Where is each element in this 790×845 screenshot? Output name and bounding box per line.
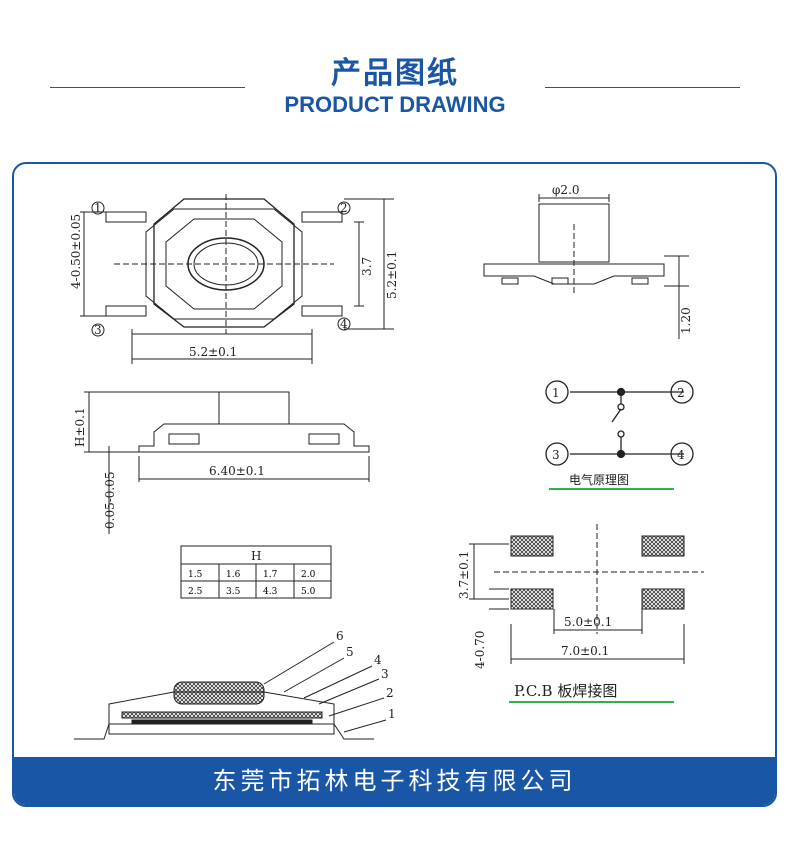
- pin-2-label: 2: [340, 201, 348, 215]
- schematic: [545, 380, 694, 466]
- pcb-left-dim: 3.7±0.1: [457, 551, 471, 599]
- side-cap-dim: φ2.0: [552, 183, 580, 197]
- h-table-header: H: [251, 549, 261, 563]
- product-drawing: 1 2 3 4 5.2±0.1 5.2±0.1 3.7 4-0.50±0.05 …: [69, 183, 704, 740]
- page-subtitle: PRODUCT DRAWING: [284, 92, 506, 117]
- h-cell: 3.5: [226, 587, 241, 597]
- section-label-4: 4: [374, 653, 382, 667]
- h-cell: 1.6: [226, 570, 241, 580]
- top-width-dim: 5.2±0.1: [189, 345, 237, 359]
- pcb-footprint: [469, 524, 704, 664]
- side-view: [483, 194, 689, 339]
- header-rule-right: [545, 87, 740, 88]
- pcb-outer-dim: 7.0±0.1: [561, 644, 609, 658]
- schematic-pin-4: 4: [677, 448, 685, 462]
- schematic-pin-3: 3: [552, 448, 560, 462]
- company-footer: 东莞市拓林电子科技有限公司: [14, 757, 775, 805]
- top-height-dim: 5.2±0.1: [385, 251, 399, 299]
- front-length-dim: 6.40±0.1: [209, 464, 265, 478]
- top-inner-dim: 3.7: [360, 257, 374, 276]
- header-rule-left: [50, 87, 245, 88]
- section-label-2: 2: [386, 686, 394, 700]
- h-cell: 1.5: [188, 570, 203, 580]
- section-label-1: 1: [388, 707, 396, 721]
- h-table: [180, 545, 332, 599]
- pin-4-label: 4: [340, 317, 348, 331]
- h-cell: 5.0: [301, 587, 316, 597]
- pcb-caption: P.C.B 板焊接图: [514, 682, 617, 700]
- pin-1-label: 1: [94, 201, 102, 215]
- section-label-3: 3: [381, 667, 389, 681]
- top-view: [80, 194, 394, 364]
- section-label-5: 5: [346, 645, 354, 659]
- drawing-card: 1 2 3 4 5.2±0.1 5.2±0.1 3.7 4-0.50±0.05 …: [12, 162, 777, 807]
- top-pitch-dim: 4-0.50±0.05: [69, 214, 83, 289]
- page-title: 产品图纸: [331, 56, 459, 91]
- schematic-caption: 电气原理图: [569, 472, 629, 487]
- front-view: [84, 391, 370, 534]
- side-base-dim: 1.20: [679, 307, 693, 334]
- h-cell: 2.0: [301, 570, 316, 580]
- cross-section: [74, 641, 387, 740]
- pcb-inner-dim: 5.0±0.1: [564, 615, 612, 629]
- h-cell: 1.7: [263, 570, 278, 580]
- schematic-pin-2: 2: [677, 386, 685, 400]
- front-plate-dim: 0.05-0.05: [103, 472, 117, 530]
- h-cell: 4.3: [263, 587, 278, 597]
- h-cell: 2.5: [188, 587, 203, 597]
- section-label-6: 6: [336, 629, 344, 643]
- pin-3-label: 3: [94, 323, 102, 337]
- schematic-pin-1: 1: [552, 386, 560, 400]
- pcb-pad-dim: 4-0.70: [473, 631, 487, 669]
- front-h-dim: H±0.1: [73, 407, 87, 447]
- top-view-labels: 1 2 3 4 5.2±0.1 5.2±0.1 3.7 4-0.50±0.05: [69, 201, 399, 359]
